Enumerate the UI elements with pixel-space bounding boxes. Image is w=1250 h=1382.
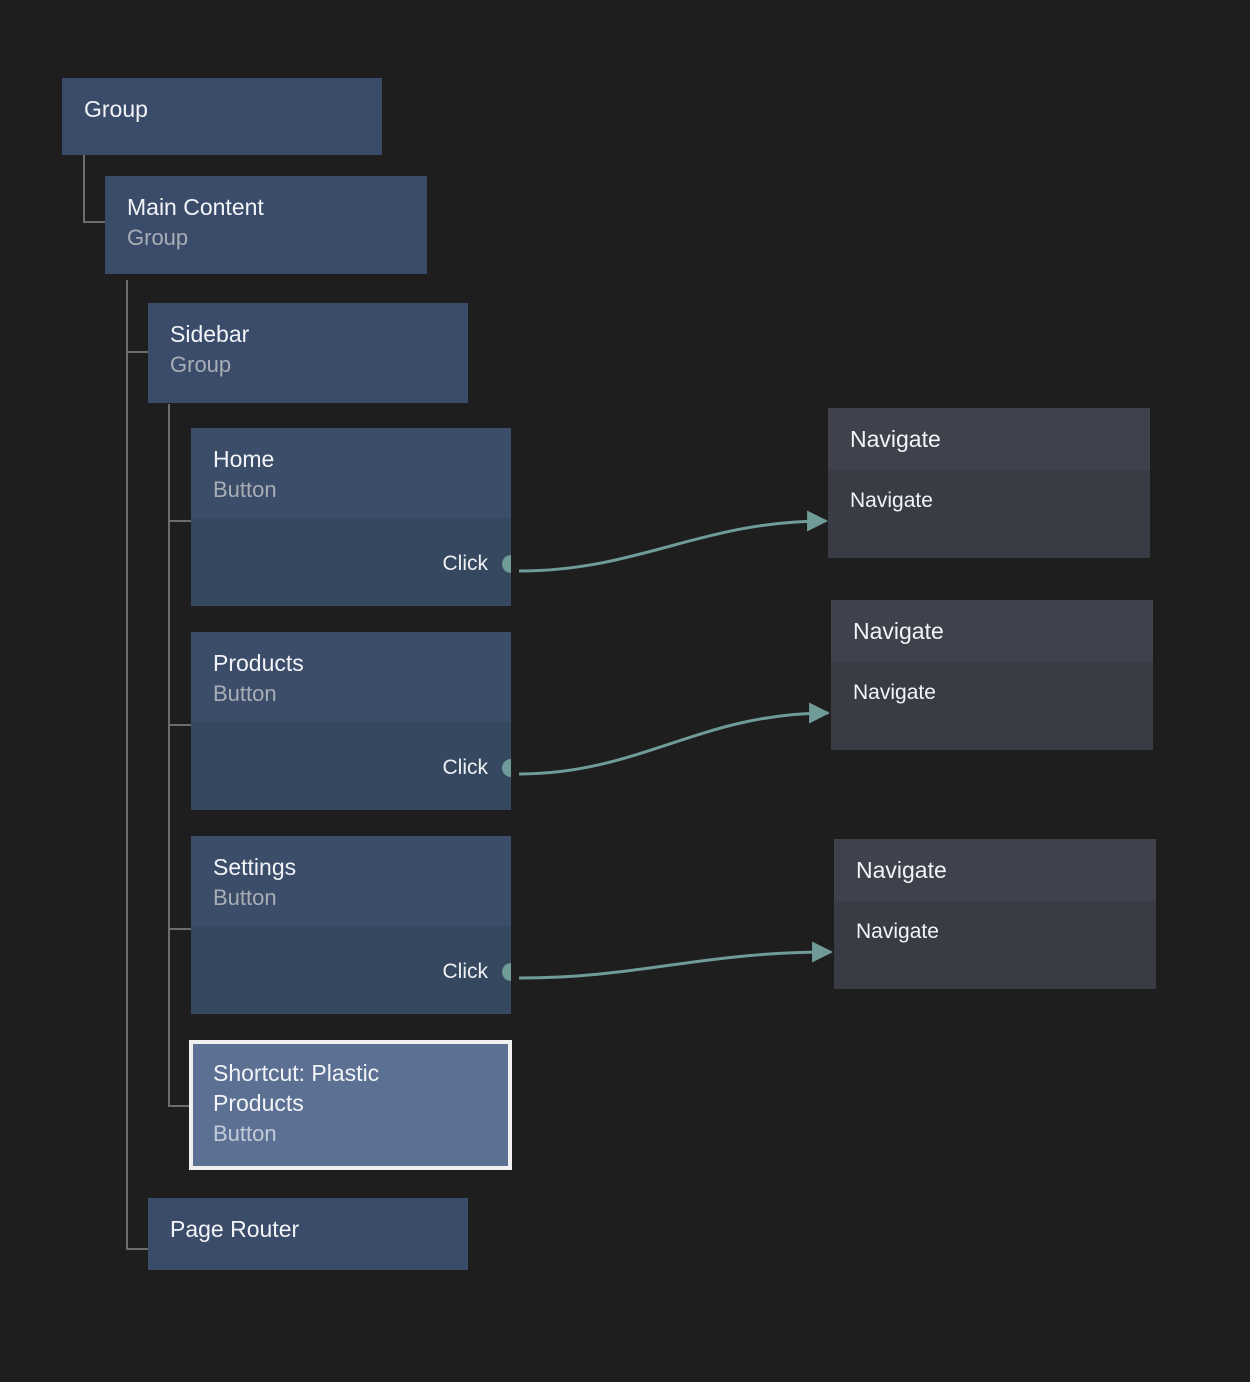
node-title: Home bbox=[213, 446, 275, 472]
node-title: Sidebar bbox=[170, 321, 250, 347]
node-header: Shortcut: Plastic Products Button bbox=[193, 1044, 508, 1164]
tree-connector-horizontal-shortcut bbox=[168, 1105, 192, 1107]
port-dot-icon[interactable] bbox=[502, 555, 511, 573]
node-action-navigate-1[interactable]: Navigate Navigate bbox=[828, 408, 1150, 558]
output-port-click[interactable]: Click bbox=[442, 552, 511, 576]
output-port-click[interactable]: Click bbox=[442, 756, 511, 780]
tree-connector-horizontal-home bbox=[168, 520, 192, 522]
node-subtitle: Group bbox=[170, 352, 232, 377]
node-title: Page Router bbox=[170, 1216, 300, 1242]
action-label: Navigate bbox=[853, 681, 936, 704]
tree-connector-vertical-root bbox=[83, 155, 85, 223]
node-title: Settings bbox=[213, 854, 297, 880]
node-page-router[interactable]: Page Router bbox=[148, 1198, 468, 1270]
node-button-home[interactable]: Home Button Click bbox=[191, 428, 511, 606]
node-body: Navigate bbox=[834, 901, 1156, 989]
port-label: Click bbox=[442, 552, 489, 575]
port-label: Click bbox=[442, 960, 489, 983]
output-port-click[interactable]: Click bbox=[442, 960, 511, 984]
node-sidebar[interactable]: Sidebar Group bbox=[148, 303, 468, 403]
node-body: Navigate bbox=[831, 662, 1153, 750]
node-header: Group bbox=[62, 78, 382, 142]
node-header: Navigate bbox=[828, 408, 1150, 470]
node-button-products[interactable]: Products Button Click bbox=[191, 632, 511, 810]
node-action-navigate-2[interactable]: Navigate Navigate bbox=[831, 600, 1153, 750]
port-dot-icon[interactable] bbox=[502, 963, 511, 981]
node-title: Navigate bbox=[850, 426, 941, 452]
node-main-content[interactable]: Main Content Group bbox=[105, 176, 427, 274]
action-label: Navigate bbox=[856, 920, 939, 943]
tree-connector-vertical-sidebar bbox=[168, 404, 170, 1107]
node-title: Group bbox=[84, 96, 148, 122]
node-action-navigate-3[interactable]: Navigate Navigate bbox=[834, 839, 1156, 989]
node-header: Settings Button bbox=[191, 836, 511, 926]
tree-connector-horizontal-main-router bbox=[126, 1248, 150, 1250]
node-body: Click bbox=[191, 926, 511, 1014]
node-body: Click bbox=[191, 722, 511, 810]
node-header: Navigate bbox=[831, 600, 1153, 662]
node-body: Navigate bbox=[828, 470, 1150, 558]
node-subtitle: Button bbox=[213, 477, 277, 502]
action-label: Navigate bbox=[850, 489, 933, 512]
node-title: Main Content bbox=[127, 194, 264, 220]
node-button-settings[interactable]: Settings Button Click bbox=[191, 836, 511, 1014]
node-title: Navigate bbox=[853, 618, 944, 644]
node-header: Navigate bbox=[834, 839, 1156, 901]
node-group-root[interactable]: Group bbox=[62, 78, 382, 155]
node-subtitle: Button bbox=[213, 681, 277, 706]
port-label: Click bbox=[442, 756, 489, 779]
node-header: Home Button bbox=[191, 428, 511, 518]
node-header: Main Content Group bbox=[105, 176, 427, 270]
node-header: Page Router bbox=[148, 1198, 468, 1262]
tree-connector-horizontal-root bbox=[83, 221, 107, 223]
tree-connector-horizontal-main-sidebar bbox=[126, 351, 150, 353]
node-body: Click bbox=[191, 518, 511, 606]
edge-products-to-navigate bbox=[518, 702, 831, 776]
tree-connector-vertical-main bbox=[126, 280, 128, 1250]
tree-connector-horizontal-products bbox=[168, 724, 192, 726]
node-subtitle: Group bbox=[127, 225, 189, 250]
edge-settings-to-navigate bbox=[518, 941, 834, 980]
node-title: Navigate bbox=[856, 857, 947, 883]
node-subtitle: Button bbox=[213, 885, 277, 910]
node-subtitle: Button bbox=[213, 1121, 277, 1146]
port-dot-icon[interactable] bbox=[502, 759, 511, 777]
node-header: Sidebar Group bbox=[148, 303, 468, 397]
node-title: Products bbox=[213, 650, 304, 676]
tree-connector-horizontal-settings bbox=[168, 928, 192, 930]
node-title: Shortcut: Plastic Products bbox=[213, 1060, 380, 1116]
edge-home-to-navigate bbox=[518, 510, 829, 573]
node-button-shortcut-plastic-products[interactable]: Shortcut: Plastic Products Button bbox=[189, 1040, 512, 1170]
node-header: Products Button bbox=[191, 632, 511, 722]
